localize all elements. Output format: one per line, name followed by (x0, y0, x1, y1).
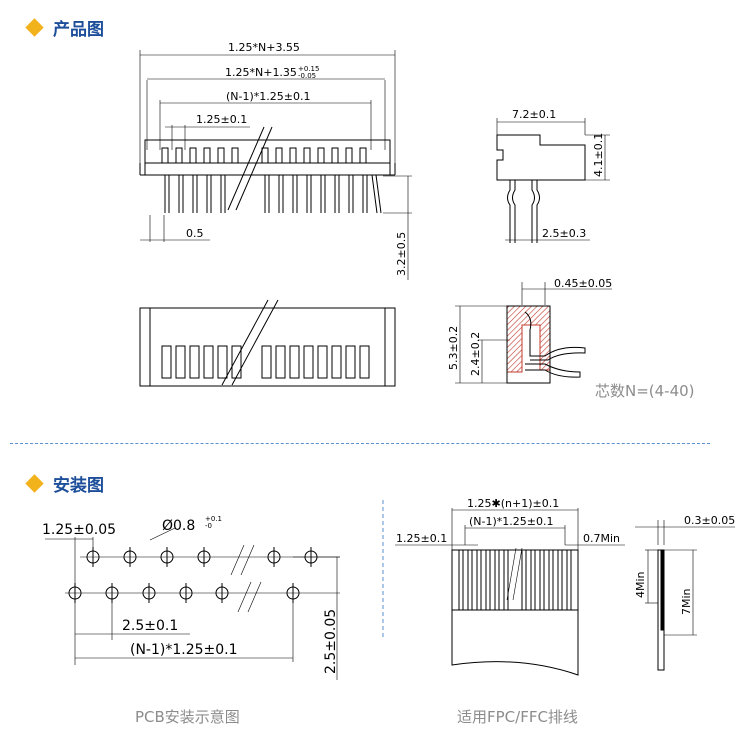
pcb-dim-row-offset: 2.5±0.1 (122, 618, 178, 634)
pcb-hole-tol-upper: +0.1 (205, 515, 222, 523)
pcb-hole-row-bottom (68, 583, 300, 603)
fpc-dim-7min: 7Min (680, 588, 693, 615)
fpc-side-view (635, 520, 735, 671)
dim-pitch: 1.25±0.1 (196, 113, 247, 126)
section-divider (10, 443, 710, 444)
dim-pitch-span: (N-1)*1.25±0.1 (226, 90, 310, 103)
side-view-drawing (496, 118, 610, 243)
dim-foot-spacing: 2.5±0.3 (542, 227, 586, 240)
fpc-caption: 适用FPC/FFC排线 (457, 708, 578, 726)
dim-section-top: 0.45±0.05 (554, 277, 612, 290)
pcb-dim-hole: Ø0.8 (162, 518, 195, 534)
dim-pin-height: 3.2±0.5 (395, 232, 408, 276)
fpc-cable-drawing (395, 508, 625, 676)
fpc-dim-overall: 1.25✱(n+1)±0.1 (467, 497, 559, 510)
product-section-label: 产品图 (53, 20, 104, 40)
dim-side-height: 4.1±0.1 (592, 133, 605, 177)
front-view-drawing (139, 50, 412, 280)
bottom-view-drawing (139, 299, 396, 387)
dim-inner: 1.25*N+1.35 (225, 66, 297, 79)
dim-inner-tol-upper: +0.15 (298, 65, 319, 73)
pcb-dim-span: (N-1)*1.25±0.1 (130, 642, 238, 658)
fpc-dim-4min: 4Min (634, 571, 647, 598)
dim-inner-tol-lower: -0.05 (298, 72, 316, 80)
pin-count-note: 芯数N=(4-40) (595, 382, 695, 400)
fpc-dim-span: (N-1)*1.25±0.1 (469, 515, 553, 528)
pcb-layout-drawing (45, 527, 340, 680)
dim-pin-width: 0.5 (186, 227, 204, 240)
dim-overall: 1.25*N+3.55 (228, 41, 300, 54)
fpc-dim-pitch: 1.25±0.1 (396, 532, 447, 545)
dim-side-width: 7.2±0.1 (512, 108, 556, 121)
product-section-title: 产品图 (25, 15, 104, 40)
pcb-caption: PCB安装示意图 (135, 708, 240, 726)
pcb-dim-row-gap: 2.5±0.05 (323, 609, 339, 674)
dim-section-height: 5.3±0.2 (447, 326, 460, 370)
install-section-label: 安装图 (53, 476, 104, 496)
pcb-hole-tol-lower: -0 (205, 522, 212, 530)
install-section-title: 安装图 (25, 471, 104, 496)
fpc-dim-thickness: 0.3±0.05 (684, 514, 735, 527)
dim-section-inner: 2.4±0.2 (469, 332, 482, 376)
fpc-dim-min-gap: 0.7Min (583, 532, 620, 545)
pcb-dim-pitch: 1.25±0.05 (42, 522, 116, 538)
section-view-drawing (455, 282, 612, 384)
